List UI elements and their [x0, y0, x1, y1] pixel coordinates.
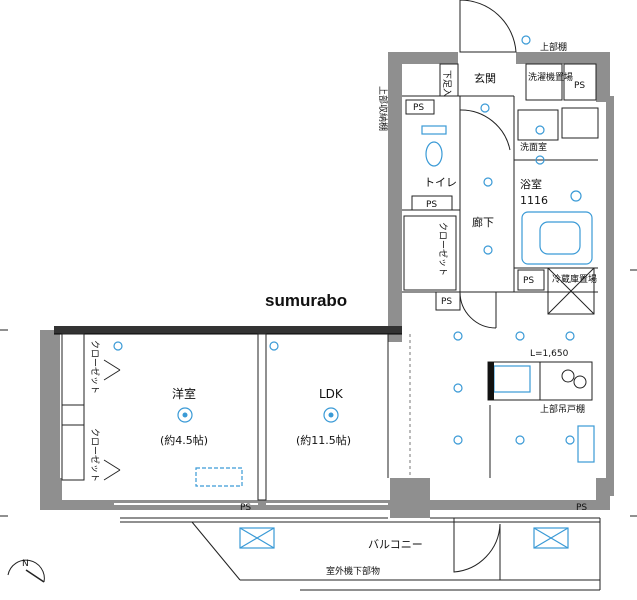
hall-closet-label: クローゼット	[437, 222, 449, 276]
ps-label-2: PS	[426, 200, 437, 210]
fridge-label: 冷蔵庫置場	[552, 273, 597, 285]
upper-hanging-cabinet-label: 上部吊戸棚	[540, 403, 585, 415]
compass-icon: N	[7, 559, 45, 583]
ps-label-4: PS	[441, 297, 452, 307]
svg-text:N: N	[22, 559, 29, 569]
side-note-label: 上部収納棚	[377, 86, 389, 131]
blue-fixtures	[103, 359, 595, 549]
western-room-name: 洋室	[172, 386, 196, 401]
washroom-label: 洗面室	[520, 141, 547, 153]
watermark: sumurabo	[265, 291, 347, 310]
ps-label-6: PS	[240, 503, 251, 513]
upper-cabinet-label: 上部棚	[540, 41, 567, 53]
western-room-size: (約4.5帖)	[160, 433, 208, 447]
ldk-room-size: (約11.5帖)	[296, 433, 351, 447]
ps-label-3: PS	[523, 276, 534, 286]
shoe-box-label: 下足入	[441, 70, 452, 97]
outdoor-unit-label: 室外機下部物	[326, 565, 380, 577]
ps-label-5: PS	[574, 81, 585, 91]
ps-label-7: PS	[576, 503, 587, 513]
kitchen-height-label: L=1,650	[530, 349, 569, 359]
ceiling-lights	[113, 35, 582, 445]
ldk-room-name: LDK	[319, 387, 344, 401]
hallway-label: 廊下	[472, 215, 494, 229]
toilet-label: トイレ	[424, 176, 457, 189]
bath-size-label: 1116	[520, 194, 548, 207]
bath-label: 浴室	[520, 177, 542, 191]
entrance-label: 玄関	[474, 71, 496, 85]
ps-label-1: PS	[413, 103, 424, 113]
west-closet-label-2: クローゼット	[89, 428, 101, 482]
washer-label: 洗濯機置場	[528, 71, 573, 83]
west-closet-label-1: クローゼット	[89, 340, 101, 394]
balcony-label: バルコニー	[368, 538, 423, 551]
